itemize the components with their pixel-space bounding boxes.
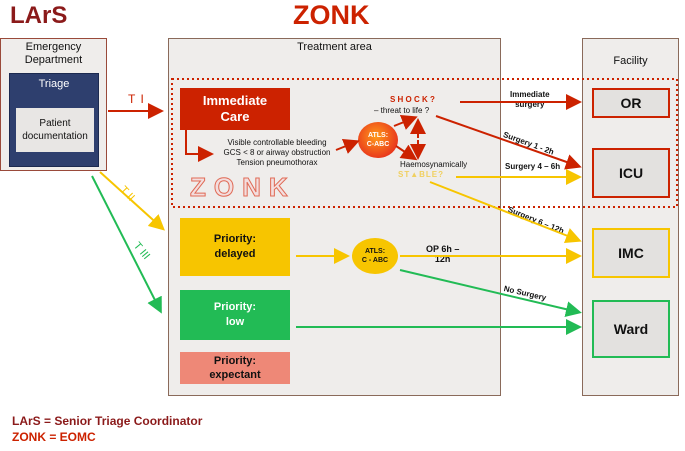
imc-box: IMC: [592, 228, 670, 278]
lars-title: LArS: [10, 2, 68, 29]
patient-documentation-box: Patient documentation: [16, 108, 94, 152]
facility-title: Facility: [613, 55, 648, 67]
zonk-title: ZONK: [293, 0, 370, 30]
no-surgery-label: No Surgery: [502, 284, 548, 303]
immediate-surgery-label: Immediate surgery: [510, 90, 550, 109]
haemodynamically-label: Haemosynamically: [400, 160, 468, 169]
shock-label: S H O C K ?: [390, 95, 435, 104]
triage-label: Triage: [38, 78, 70, 90]
icu-box: ICU: [592, 148, 670, 198]
triage-label-t2: T II: [117, 184, 137, 204]
triage-box: Triage Patient documentation: [9, 73, 99, 167]
legend-zonk: ZONK = EOMC: [12, 430, 96, 444]
triage-label-t3: T III: [130, 240, 153, 263]
priority-delayed-box: Priority: delayed: [180, 218, 290, 276]
emergency-department-title: Emergency Department: [24, 41, 83, 66]
op-label: OP 6h – 12h: [426, 244, 460, 264]
surgery-6-12h-label: Surgery 6 – 12h: [506, 205, 566, 236]
zonk-watermark: ZONK: [190, 172, 296, 203]
immediate-care-box: Immediate Care: [180, 88, 290, 130]
priority-low-box: Priority: low: [180, 290, 290, 340]
triage-label-t1: T I: [128, 92, 145, 106]
threat-to-life-label: – threat to life ?: [374, 106, 430, 115]
or-box: OR: [592, 88, 670, 118]
atls-circle-2: ATLS: C - ABC: [352, 238, 398, 274]
stable-label: ST▲BLE?: [398, 170, 445, 179]
legend-lars: LArS = Senior Triage Coordinator: [12, 414, 203, 428]
immediate-care-criteria: Visible controllable bleeding GCS < 8 or…: [223, 138, 331, 167]
surgery-1-2h-label: Surgery 1 - 2h: [501, 130, 556, 157]
atls-circle-1: ATLS: C-ABC: [358, 122, 398, 158]
priority-expectant-box: Priority: expectant: [180, 352, 290, 384]
treatment-area-title: Treatment area: [297, 41, 372, 53]
surgery-4-6h-label: Surgery 4 – 6h: [505, 162, 561, 171]
emergency-department-panel: Emergency Department Triage Patient docu…: [0, 38, 107, 171]
ward-box: Ward: [592, 300, 670, 358]
